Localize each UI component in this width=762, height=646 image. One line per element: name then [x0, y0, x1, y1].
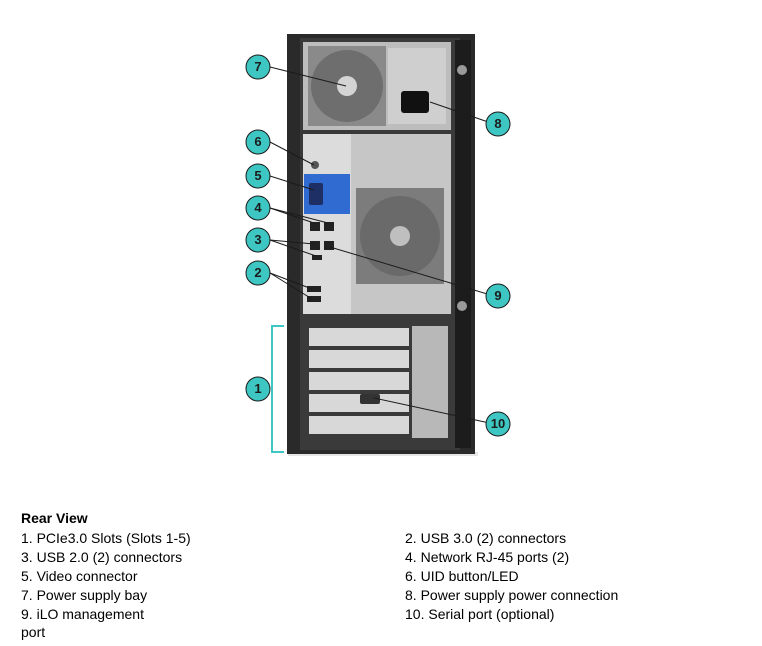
- legend-item-9-num: 9.: [21, 606, 33, 622]
- ilo-port: [324, 241, 334, 250]
- callout-badges: 7 6 5 4 3 2 1 8 9 10: [245, 54, 511, 437]
- serial-port: [360, 394, 380, 404]
- callout-4-label: 4: [254, 200, 262, 215]
- leader-5: [269, 175, 315, 191]
- legend-item-5-num: 5.: [21, 568, 33, 584]
- legend-item-5-text: Video connector: [36, 568, 138, 584]
- callout-10-label: 10: [491, 416, 505, 431]
- legend-item-8-text: Power supply power connection: [420, 587, 619, 603]
- legend-item-7: 7. Power supply bay: [21, 586, 147, 604]
- callout-4: 4: [245, 195, 271, 221]
- thumbscrew-bottom: [457, 301, 467, 311]
- legend-item-5: 5. Video connector: [21, 567, 138, 585]
- legend-item-10: 10. Serial port (optional): [405, 605, 554, 623]
- usb3-port-2: [307, 296, 321, 302]
- callout-10: 10: [485, 411, 511, 437]
- psu-fan-hub: [337, 76, 357, 96]
- callout-6: 6: [245, 129, 271, 155]
- callout-5-label: 5: [254, 168, 261, 183]
- callout-9-label: 9: [494, 288, 501, 303]
- legend-item-4: 4. Network RJ-45 ports (2): [405, 548, 569, 566]
- rj45-port-1: [310, 222, 320, 231]
- leader-4a: [269, 207, 315, 224]
- legend-item-1-text: PCIe3.0 Slots (Slots 1-5): [36, 530, 191, 546]
- callout-9: 9: [485, 283, 511, 309]
- callout-1: 1: [245, 376, 271, 402]
- legend-item-3-num: 3.: [21, 549, 33, 565]
- legend-item-9: 9. iLO management port: [21, 605, 171, 641]
- leader-6: [269, 141, 315, 166]
- callout-7-label: 7: [254, 59, 261, 74]
- legend-item-4-num: 4.: [405, 549, 417, 565]
- leader-2b: [269, 272, 313, 300]
- callout-1-label: 1: [254, 381, 261, 396]
- callout-2-label: 2: [254, 265, 261, 280]
- system-fan-hub: [390, 226, 410, 246]
- pcie-slot-3: [309, 372, 409, 390]
- uid-button: [311, 161, 319, 169]
- legend-item-10-num: 10.: [405, 606, 425, 622]
- callout-2: 2: [245, 260, 271, 286]
- callout-3: 3: [245, 227, 271, 253]
- side-strip: [455, 40, 471, 448]
- usb3-port-1: [307, 286, 321, 292]
- pcie-slot-4: [309, 394, 409, 412]
- rj45-port-2: [324, 222, 334, 231]
- leader-7: [269, 66, 347, 87]
- legend-item-8: 8. Power supply power connection: [405, 586, 618, 604]
- leader-2a: [269, 272, 313, 290]
- callout-8: 8: [485, 111, 511, 137]
- slot-retainer: [412, 326, 448, 438]
- legend-item-2-text: USB 3.0 (2) connectors: [420, 530, 567, 546]
- leader-3b: [269, 239, 317, 257]
- legend-title: Rear View: [21, 510, 88, 526]
- leader-10: [373, 397, 495, 425]
- power-inlet: [401, 91, 429, 113]
- leader-4b: [269, 207, 329, 224]
- legend-item-1-num: 1.: [21, 530, 33, 546]
- legend-item-2: 2. USB 3.0 (2) connectors: [405, 529, 566, 547]
- callout-5: 5: [245, 163, 271, 189]
- legend-item-2-num: 2.: [405, 530, 417, 546]
- leader-9: [329, 246, 495, 297]
- thumbscrew-top: [457, 65, 467, 75]
- legend-item-6: 6. UID button/LED: [405, 567, 519, 585]
- pcie-bracket: [271, 325, 284, 453]
- leader-8: [429, 101, 495, 125]
- legend-item-3: 3. USB 2.0 (2) connectors: [21, 548, 182, 566]
- pcie-slot-5: [309, 416, 409, 434]
- legend-item-7-text: Power supply bay: [36, 587, 148, 603]
- legend-item-9-text: iLO management port: [21, 606, 144, 640]
- legend-item-8-num: 8.: [405, 587, 417, 603]
- legend-item-7-num: 7.: [21, 587, 33, 603]
- legend-item-4-text: Network RJ-45 ports (2): [420, 549, 570, 565]
- legend-item-10-text: Serial port (optional): [428, 606, 555, 622]
- leader-lines: [269, 66, 495, 425]
- video-port: [309, 183, 323, 205]
- usb2-port-1: [310, 241, 320, 250]
- legend-item-6-num: 6.: [405, 568, 417, 584]
- leader-3a: [269, 239, 315, 245]
- usb2-port-2: [312, 255, 322, 260]
- callout-7: 7: [245, 54, 271, 80]
- callout-8-label: 8: [494, 116, 501, 131]
- callout-3-label: 3: [254, 232, 261, 247]
- legend-item-1: 1. PCIe3.0 Slots (Slots 1-5): [21, 529, 191, 547]
- legend-item-6-text: UID button/LED: [420, 568, 519, 584]
- pcie-slot-1: [309, 328, 409, 346]
- callout-6-label: 6: [254, 134, 261, 149]
- pcie-slot-2: [309, 350, 409, 368]
- legend-item-3-text: USB 2.0 (2) connectors: [36, 549, 183, 565]
